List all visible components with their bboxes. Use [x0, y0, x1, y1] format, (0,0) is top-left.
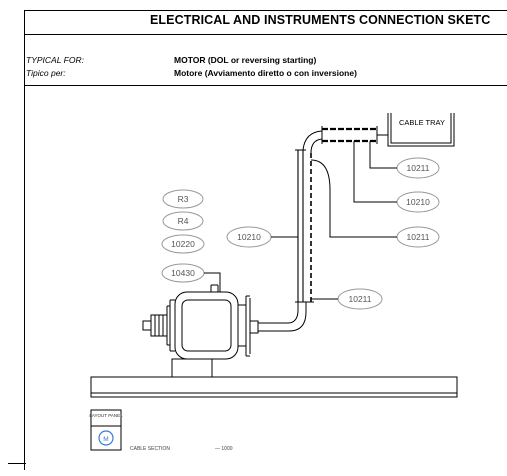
sheet-frame	[24, 10, 507, 470]
layout-panel-stamp	[90, 409, 122, 451]
cable-tray	[387, 113, 455, 147]
sheet-title: ELECTRICAL AND INSTRUMENTS CONNECTION SK…	[150, 13, 491, 27]
cable-entry	[302, 126, 388, 154]
vertical-conduit	[295, 149, 314, 303]
bottom-note-tail: — 1000	[215, 446, 233, 452]
tag-conduit-10211-text: 10211	[348, 294, 371, 304]
tag-right-2-text: 10210	[406, 197, 430, 207]
stamp-symbol: M	[103, 436, 108, 443]
tag-10430-text: 10430	[171, 268, 195, 278]
typical-for-label-en: TYPICAL FOR:	[26, 55, 84, 65]
tag-r3	[162, 189, 204, 209]
stamp-label: LAYOUT PANEL	[89, 413, 123, 418]
motor	[142, 284, 259, 378]
subheader-rule	[24, 85, 507, 86]
tag-right-3-text: 10211	[406, 232, 429, 242]
typical-for-value-en: MOTOR (DOL or reversing starting)	[174, 55, 317, 65]
motor-conduit	[258, 302, 307, 332]
typical-for-value-it: Motore (Avviamento diretto o con inversi…	[174, 68, 357, 78]
title-rule	[24, 34, 507, 35]
bottom-note: CABLE SECTION	[130, 446, 170, 452]
tag-right-1-text: 10211	[406, 163, 429, 173]
cable-tray-label: CABLE TRAY	[399, 118, 445, 127]
base-plate	[90, 376, 458, 398]
tag-r3-text: R3	[178, 194, 189, 204]
typical-for-label-it: Tipico per:	[26, 68, 66, 78]
left-tag-stack	[161, 189, 205, 283]
tag-r4-text: R4	[178, 216, 189, 226]
tag-center-10210-text: 10210	[237, 232, 261, 242]
right-tag-stack	[396, 157, 440, 248]
corner-mark	[8, 463, 26, 464]
tag-r4	[162, 211, 204, 231]
right-leaders	[310, 141, 397, 238]
stamp-circle-icon	[98, 430, 114, 446]
tag-10220	[161, 234, 205, 254]
tag-10220-text: 10220	[171, 239, 195, 249]
leader-10430	[204, 272, 221, 292]
